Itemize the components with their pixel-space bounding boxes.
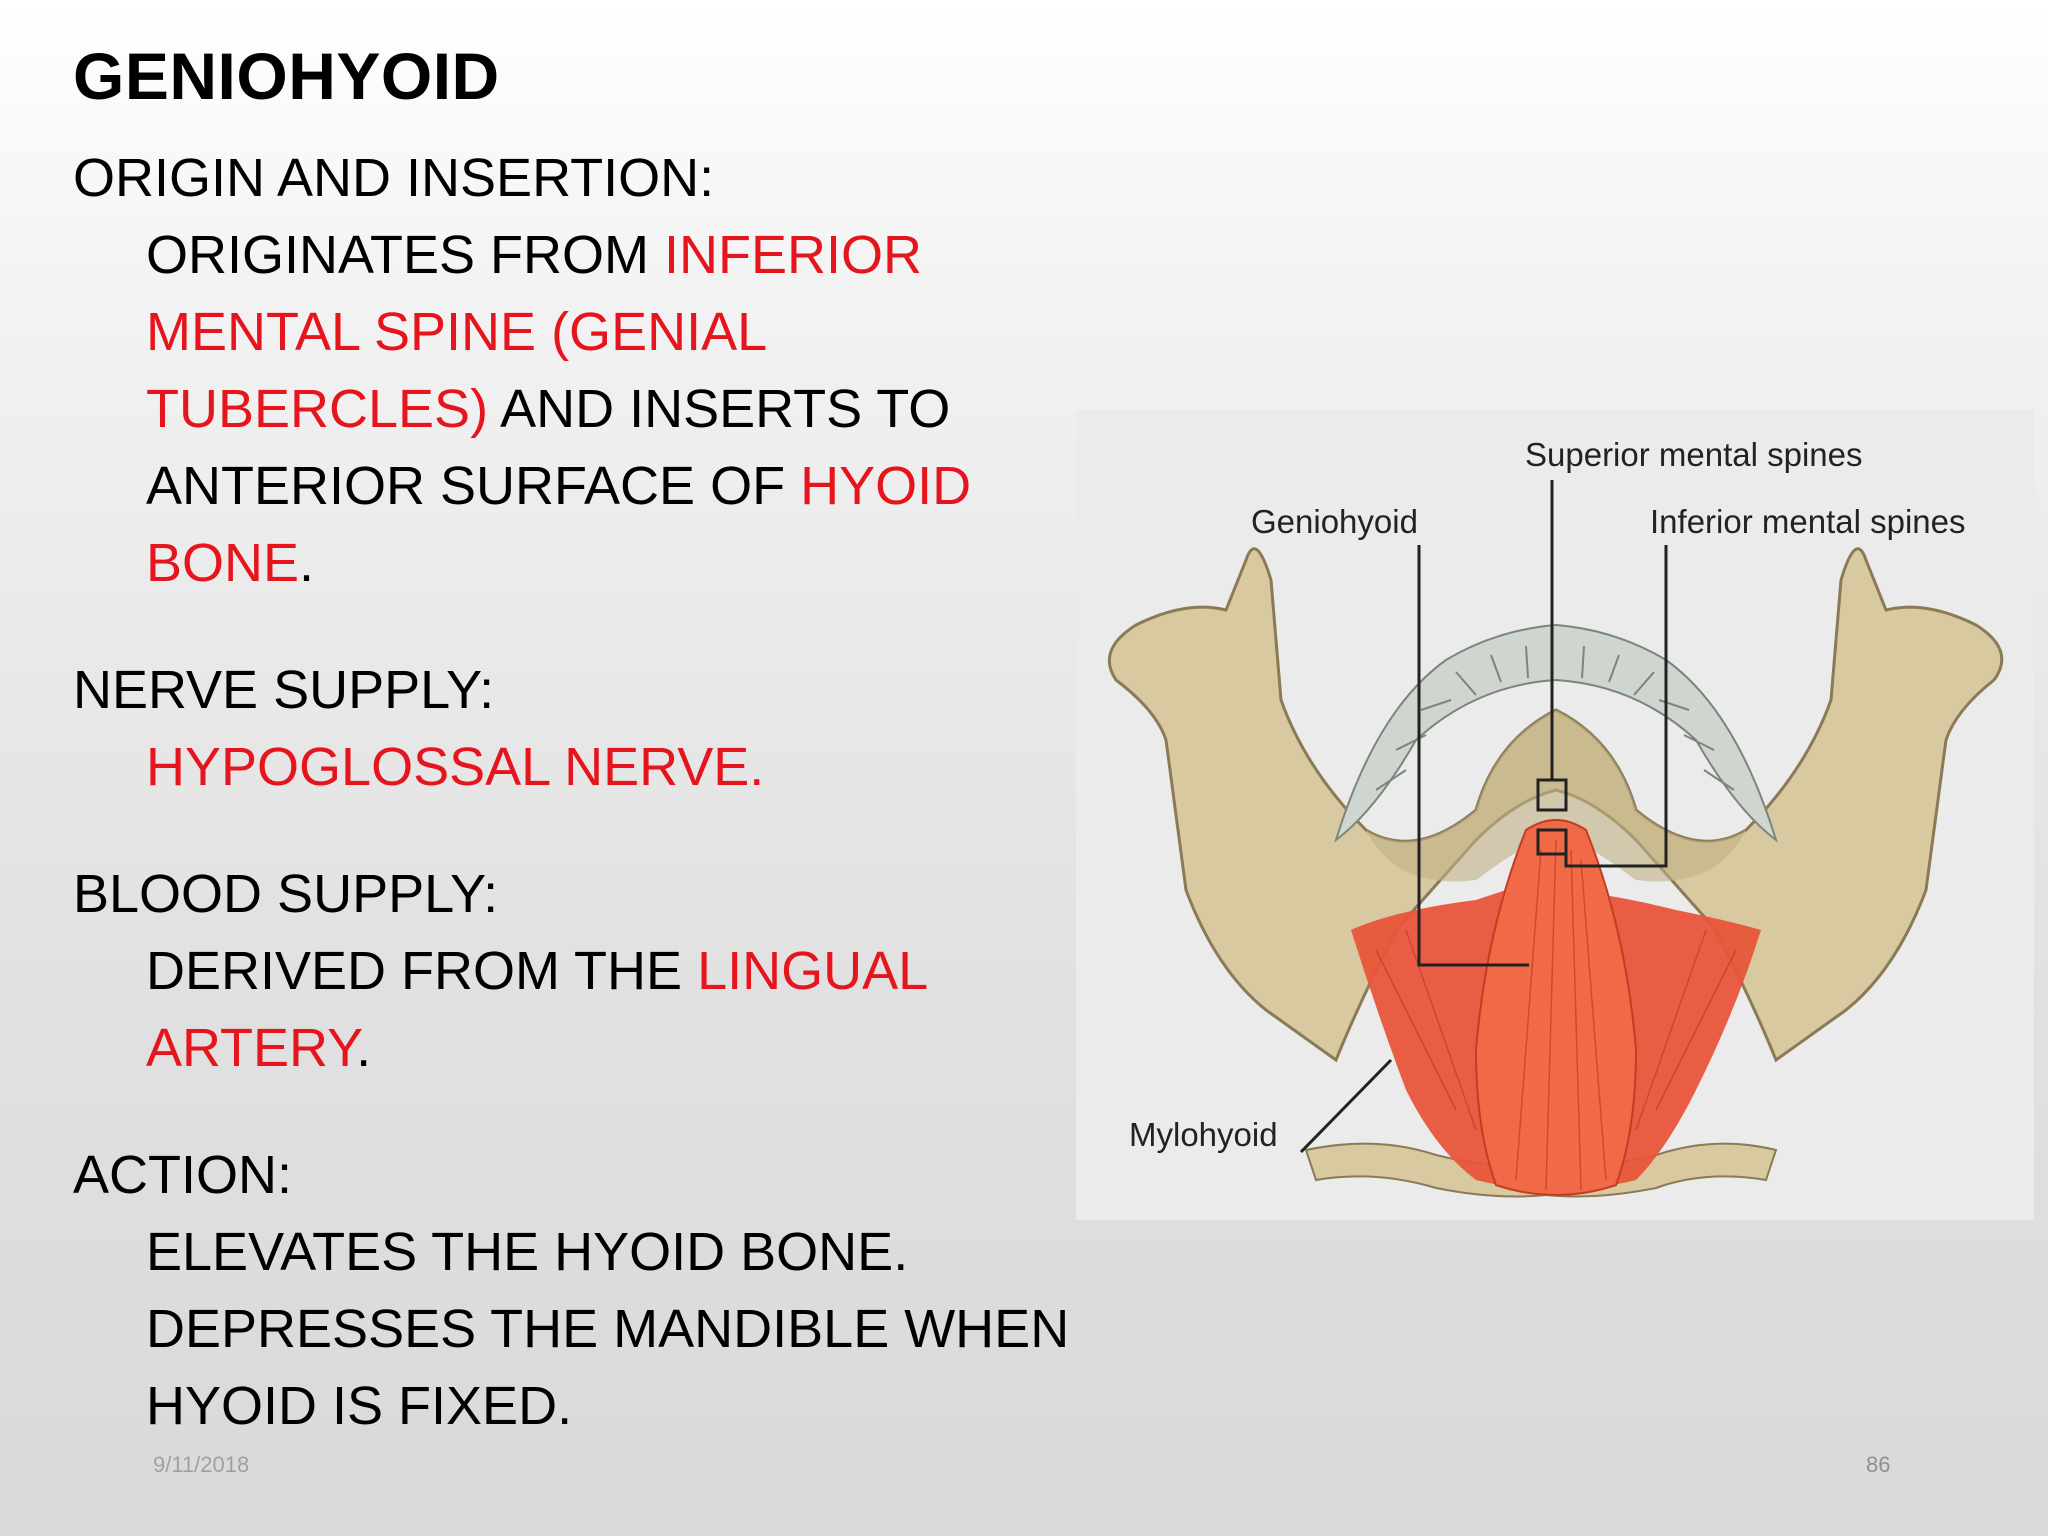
origin-text-4: . (299, 533, 315, 593)
origin-red-4: HYOID (800, 456, 972, 516)
anatomy-figure: Superior mental spines Geniohyoid Inferi… (1076, 410, 2034, 1220)
action-line-2: DEPRESSES THE MANDIBLE WHEN (146, 1299, 1070, 1359)
blood-text-1: DERIVED FROM THE (146, 941, 698, 1001)
blood-heading: BLOOD SUPPLY: (73, 864, 499, 924)
leader-geniohyoid (1417, 545, 1529, 967)
geniohyoid-muscle (1474, 819, 1638, 1196)
origin-text-2: AND INSERTS TO (488, 379, 951, 439)
slide-body: ORIGIN AND INSERTION: ORIGINATES FROM IN… (73, 140, 1073, 1445)
footer-date: 9/11/2018 (153, 1452, 250, 1477)
blood-red-1: LINGUAL (697, 941, 929, 1001)
page-number: 86 (1866, 1452, 1891, 1477)
origin-red-1: INFERIOR (664, 225, 923, 285)
origin-text-1: ORIGINATES FROM (146, 225, 665, 285)
action-line-3: HYOID IS FIXED. (146, 1376, 573, 1436)
label-mylohyoid: Mylohyoid (1129, 1116, 1278, 1153)
action-heading: ACTION: (73, 1145, 293, 1205)
label-superior-mental-spines: Superior mental spines (1525, 436, 1863, 473)
nerve-value: HYPOGLOSSAL NERVE. (146, 737, 765, 797)
nerve-heading: NERVE SUPPLY: (73, 660, 495, 720)
blood-text-2: . (356, 1018, 372, 1078)
origin-heading: ORIGIN AND INSERTION: (73, 148, 715, 208)
origin-red-5: BONE (146, 533, 300, 593)
slide-title: GENIOHYOID (73, 39, 500, 113)
origin-red-3: TUBERCLES) (146, 379, 489, 439)
leader-inferior (1564, 545, 1668, 868)
origin-text-3: ANTERIOR SURFACE OF (146, 456, 801, 516)
action-line-1: ELEVATES THE HYOID BONE. (146, 1222, 909, 1282)
label-geniohyoid: Geniohyoid (1251, 503, 1418, 540)
origin-text: ORIGINATES FROM INFERIOR MENTAL SPINE (G… (146, 217, 1073, 602)
origin-red-2: MENTAL SPINE (GENIAL (146, 302, 768, 362)
leader-mylohyoid (1299, 1058, 1393, 1154)
action-text: ELEVATES THE HYOID BONE. DEPRESSES THE M… (146, 1214, 1073, 1445)
spine-box-inferior (1536, 828, 1568, 856)
blood-red-2: ARTERY (146, 1018, 357, 1078)
label-inferior-mental-spines: Inferior mental spines (1650, 503, 1966, 540)
blood-text: DERIVED FROM THE LINGUAL ARTERY. (146, 933, 1073, 1087)
mandible-illustration (1107, 480, 2004, 1198)
